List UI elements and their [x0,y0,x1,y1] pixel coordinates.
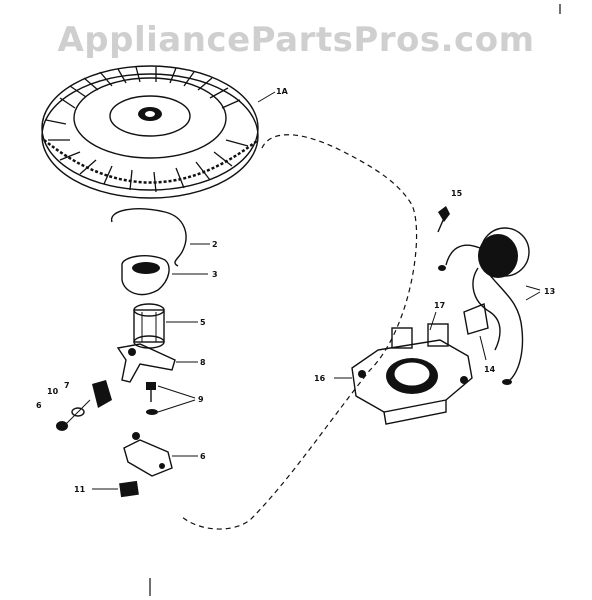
callout-11: 11 [74,485,86,494]
bracket-icon [119,480,139,498]
callout-7: 7 [64,381,70,390]
screw-top-icon [437,206,450,233]
cover-icon [121,255,170,296]
lever-icon [116,343,176,383]
callout-13: 13 [544,287,555,296]
callout-1a: 1A [276,87,289,96]
stator-housing-icon [351,323,473,425]
callout-15: 15 [451,189,463,198]
callout-8: 8 [200,358,206,367]
callout-3: 3 [212,270,218,279]
callout-6-small: 6 [36,401,42,410]
assembly-dashed-line [179,134,418,530]
clip-icon [56,380,112,431]
flywheel-icon [41,65,259,199]
plate-icon [123,432,173,477]
callout-10: 10 [47,387,59,396]
callout-2: 2 [212,240,218,249]
callout-5: 5 [200,318,206,327]
bearing-icon [133,303,165,349]
coil-icon [438,227,530,385]
callout-16: 16 [314,374,326,383]
spring-wire-icon [111,208,187,267]
callout-17: 17 [434,301,445,310]
callout-14: 14 [484,365,496,374]
callout-6: 6 [200,452,206,461]
callout-9: 9 [198,395,204,404]
watermark: AppliancePartsPros.com [57,20,535,60]
insulator-icon [463,303,489,335]
screw-icon [146,382,158,415]
